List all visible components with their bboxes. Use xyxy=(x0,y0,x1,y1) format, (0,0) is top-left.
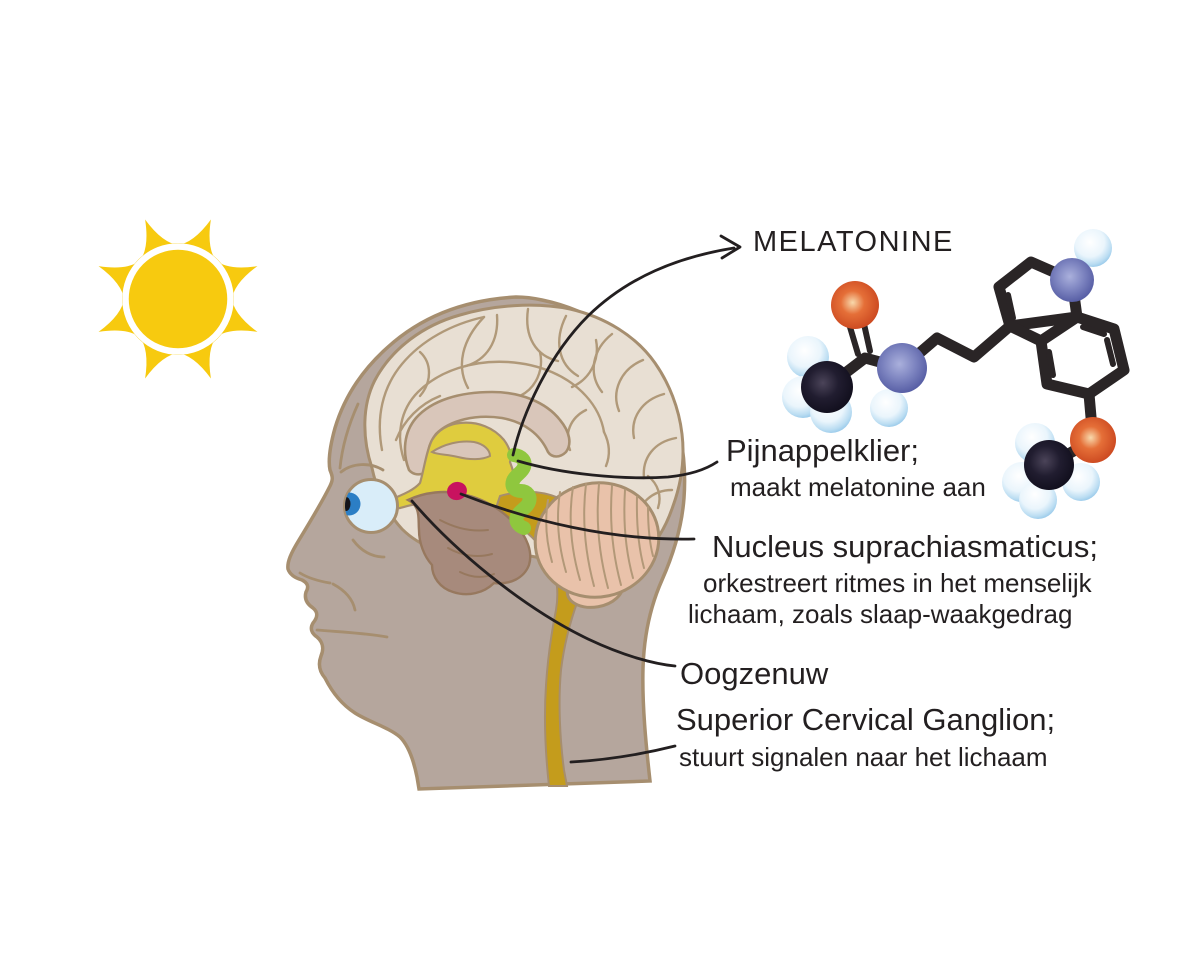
pupil xyxy=(345,497,351,511)
cerebellum xyxy=(533,481,661,609)
leader-lines xyxy=(410,234,742,764)
label-pineal-subtitle: maakt melatonine aan xyxy=(730,472,986,502)
label-scn-subtitle-2: lichaam, zoals slaap-waakgedrag xyxy=(688,599,1073,629)
temporal-inner-lines xyxy=(439,519,495,578)
label-scn-title: Nucleus suprachiasmaticus; xyxy=(712,529,1098,564)
scg-leader-line xyxy=(569,744,677,764)
melatonine-leader-line xyxy=(511,246,736,457)
sun-icon xyxy=(98,219,258,379)
melatonin-molecule-model xyxy=(782,229,1130,519)
label-optic-nerve: Oogzenuw xyxy=(680,656,829,691)
label-scn-subtitle-1: orkestreert ritmes in het menselijk xyxy=(703,568,1092,598)
label-scg-title: Superior Cervical Ganglion; xyxy=(676,702,1056,737)
face-lines xyxy=(298,402,389,639)
pineal-gland xyxy=(505,448,537,535)
arrow-right-icon xyxy=(719,234,742,260)
label-scg-subtitle: stuurt signalen naar het lichaam xyxy=(679,742,1048,772)
fornix xyxy=(430,440,492,461)
nitrogen-atom xyxy=(1050,258,1094,302)
hydrogen-atom xyxy=(1019,481,1057,519)
human-head-profile-illustration xyxy=(286,295,687,791)
carbon-atom xyxy=(1024,440,1074,490)
pineal-leader-line xyxy=(516,459,719,480)
oxygen-atom xyxy=(831,281,879,329)
label-pineal-title: Pijnappelklier; xyxy=(726,433,919,468)
nitrogen-atom xyxy=(877,343,927,393)
label-melatonine: MELATONINE xyxy=(753,226,954,258)
temporal-region xyxy=(405,490,532,596)
molecule-atoms xyxy=(782,229,1116,519)
optic-nerve-leader-line xyxy=(410,499,677,668)
carbon-atom xyxy=(801,361,853,413)
scn-leader-line xyxy=(459,492,696,541)
eyeball xyxy=(343,478,399,534)
eye xyxy=(339,463,399,559)
hydrogen-atom xyxy=(870,389,908,427)
oxygen-atom xyxy=(1070,417,1116,463)
hydrogen-atom xyxy=(1074,229,1112,267)
